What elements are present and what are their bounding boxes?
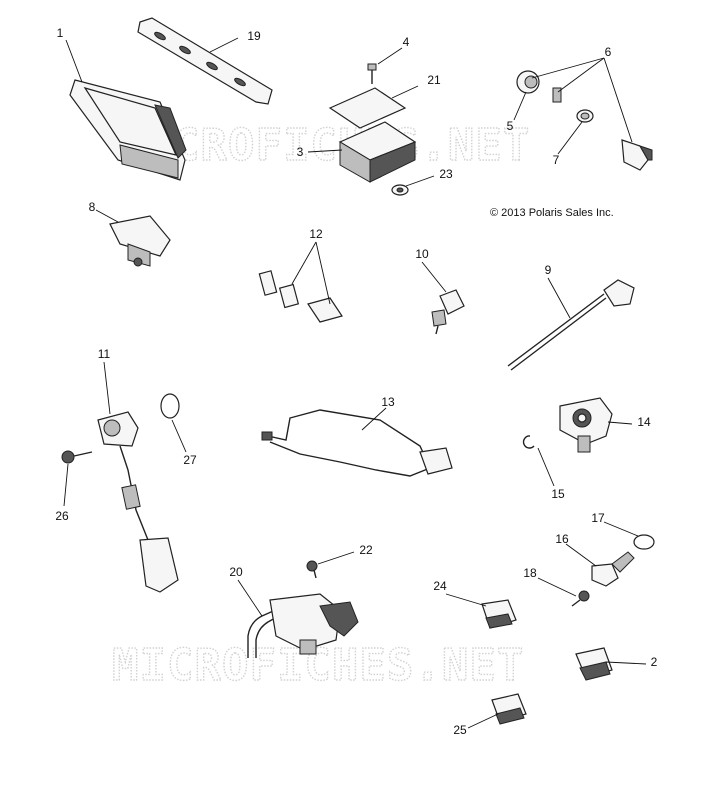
callout-9: 9 xyxy=(545,263,552,277)
callout-19: 19 xyxy=(247,29,261,43)
part-18-screw xyxy=(571,590,590,607)
part-4-screw xyxy=(367,63,377,84)
part-17-ring xyxy=(633,534,655,550)
part-15-clip xyxy=(522,435,535,449)
part-6-clip xyxy=(552,87,562,103)
part-6-sensor xyxy=(621,139,653,171)
part-16-fitting xyxy=(591,551,635,587)
part-12-pins xyxy=(258,270,343,323)
callout-18: 18 xyxy=(523,566,537,580)
part-22-screw xyxy=(306,560,318,579)
part-5-cap xyxy=(516,70,540,94)
part-24-switch xyxy=(481,599,517,629)
leader-lines xyxy=(63,37,647,729)
callout-4: 4 xyxy=(403,35,410,49)
callout-24: 24 xyxy=(433,579,447,593)
part-19-bracket xyxy=(137,17,273,105)
part-10-sensor xyxy=(431,289,465,335)
callout-14: 14 xyxy=(637,415,651,429)
part-20-valve xyxy=(247,593,359,658)
part-25-switch xyxy=(491,693,527,725)
callout-20: 20 xyxy=(229,565,243,579)
callout-6: 6 xyxy=(605,45,612,59)
callout-23: 23 xyxy=(439,167,453,181)
part-7-ring xyxy=(576,109,594,123)
callout-25: 25 xyxy=(453,723,467,737)
callout-17: 17 xyxy=(591,511,605,525)
callout-2: 2 xyxy=(651,655,658,669)
part-27-oring xyxy=(160,393,180,419)
part-3-box xyxy=(338,121,417,183)
callout-7: 7 xyxy=(553,153,560,167)
callout-labels: 1 19 4 21 3 23 6 5 7 8 12 10 9 11 27 13 … xyxy=(55,26,657,737)
callout-12: 12 xyxy=(309,227,323,241)
part-23-grommet xyxy=(391,184,409,196)
callout-22: 22 xyxy=(359,543,373,557)
watermark-bottom: MICROFICHES.NET xyxy=(112,640,524,691)
callout-10: 10 xyxy=(415,247,429,261)
callout-16: 16 xyxy=(555,532,569,546)
part-1-ecu xyxy=(69,79,187,181)
callout-15: 15 xyxy=(551,487,565,501)
callout-13: 13 xyxy=(381,395,395,409)
part-11-sensor xyxy=(97,411,179,593)
callout-3: 3 xyxy=(297,145,304,159)
part-9-sensor xyxy=(507,279,635,371)
part-14-sensor xyxy=(559,397,613,453)
callout-5: 5 xyxy=(507,119,514,133)
callout-1: 1 xyxy=(57,26,64,40)
part-13-harness xyxy=(261,409,453,477)
callout-8: 8 xyxy=(89,200,96,214)
callout-21: 21 xyxy=(427,73,441,87)
part-8-sensor xyxy=(109,215,171,267)
watermark-top: MICROFICHES.NET xyxy=(118,120,530,171)
copyright-text: © 2013 Polaris Sales Inc. xyxy=(490,207,614,219)
callout-26: 26 xyxy=(55,509,69,523)
callout-11: 11 xyxy=(98,347,111,361)
part-2-switch xyxy=(575,647,613,681)
part-21-cover xyxy=(328,87,407,129)
part-26-bolt xyxy=(61,450,93,464)
callout-27: 27 xyxy=(183,453,197,467)
